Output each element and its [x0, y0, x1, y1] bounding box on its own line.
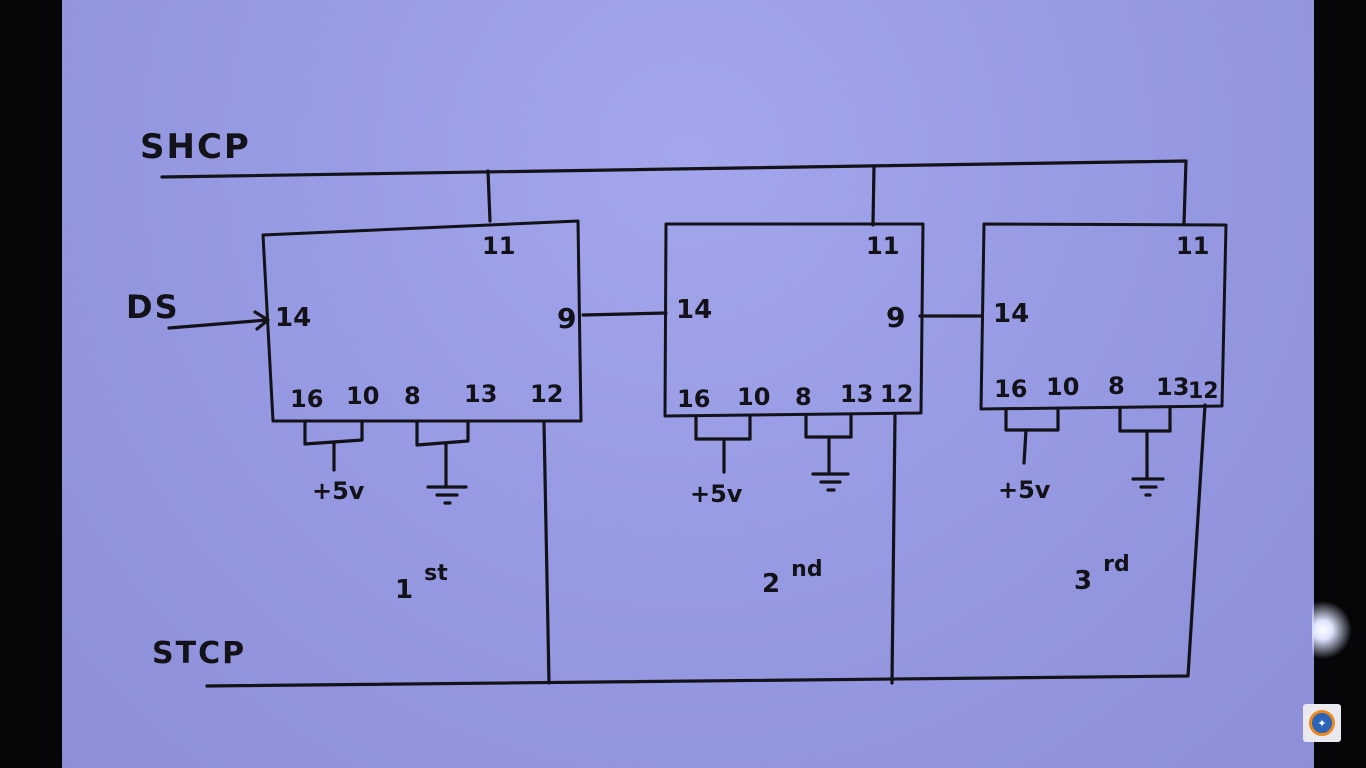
chip-3-pin-bottom-4: 13 — [1156, 373, 1189, 401]
chip-1-box — [261, 219, 583, 423]
wire-stcp-chip2 — [890, 414, 897, 685]
wire-stcp-chip1 — [542, 421, 551, 685]
chip-1-pin-right: 9 — [557, 302, 576, 335]
chip-3-supply-label: +5v — [998, 476, 1051, 504]
chip-3-pin-top: 11 — [1176, 232, 1209, 260]
wire-stcp-bus — [205, 403, 1207, 688]
chip-3-ordinal: 3 rd — [1074, 552, 1130, 596]
ground-icon — [804, 414, 853, 492]
wire-chip1-to-chip2 — [581, 311, 668, 317]
chip-2-pin-right: 9 — [886, 301, 905, 334]
chip-1-pin-bottom-1: 16 — [290, 385, 323, 413]
chip-3-vcc-wire — [1004, 407, 1060, 465]
chip-1-pin-bottom-2: 10 — [346, 382, 379, 410]
chip-2-pin-bottom-1: 16 — [677, 385, 710, 413]
chip-1-ordinal-suffix: st — [424, 561, 448, 586]
chip-2-pin-bottom-5: 12 — [880, 380, 913, 408]
ground-icon — [1118, 407, 1172, 497]
chip-3-box — [979, 222, 1228, 411]
logo-ring: ✦ — [1309, 710, 1335, 736]
chip-1-pin-left: 14 — [275, 303, 311, 333]
chip-1-supply-label: +5v — [312, 477, 365, 505]
chip-2-pin-bottom-2: 10 — [737, 383, 770, 411]
chip-2-ordinal-number: 2 — [762, 569, 780, 599]
chip-3-pin-bottom-3: 8 — [1108, 372, 1125, 400]
chip-3-ordinal-suffix: rd — [1103, 552, 1130, 577]
chip-2-ordinal-suffix: nd — [791, 557, 822, 582]
chip-2-pin-top: 11 — [866, 232, 899, 260]
wire-ds-input — [167, 318, 269, 330]
chip-1-vcc-wire — [303, 419, 364, 472]
chip-2-vcc-wire — [694, 414, 752, 474]
chip-2-pin-bottom-3: 8 — [795, 383, 812, 411]
chip-1-pin-bottom-4: 13 — [464, 380, 497, 408]
wire-shcp-chip2 — [871, 164, 876, 227]
logo-icon[interactable]: ✦ — [1303, 704, 1341, 742]
chip-2-pin-bottom-4: 13 — [840, 380, 873, 408]
chip-3-ordinal-number: 3 — [1074, 566, 1092, 596]
chip-3-pin-bottom-2: 10 — [1046, 373, 1079, 401]
chip-3-pin-left: 14 — [993, 299, 1029, 329]
chip-3-pin-bottom-1: 16 — [994, 375, 1027, 403]
wire-shcp-bus — [160, 159, 1188, 225]
ground-icon — [415, 419, 470, 505]
chip-2-supply-label: +5v — [690, 480, 743, 508]
label-ds: DS — [126, 288, 180, 326]
chip-1-pin-bottom-3: 8 — [404, 382, 421, 410]
chip-1-ordinal: 1 st — [395, 561, 448, 605]
logo-glyph: ✦ — [1317, 716, 1327, 730]
label-shcp: SHCP — [140, 127, 251, 167]
chip-1-pin-top: 11 — [482, 232, 515, 260]
chip-2-box — [663, 222, 925, 418]
chip-1-pin-bottom-5: 12 — [530, 380, 563, 408]
wire-shcp-chip1 — [486, 169, 492, 223]
label-stcp: STCP — [152, 636, 246, 671]
chip-2-pin-left: 14 — [676, 295, 712, 325]
chip-2-ordinal: 2 nd — [762, 557, 823, 599]
light-glare — [1312, 600, 1366, 660]
chip-3-pin-bottom-5: 12 — [1188, 379, 1219, 404]
chip-1-ordinal-number: 1 — [395, 575, 413, 605]
